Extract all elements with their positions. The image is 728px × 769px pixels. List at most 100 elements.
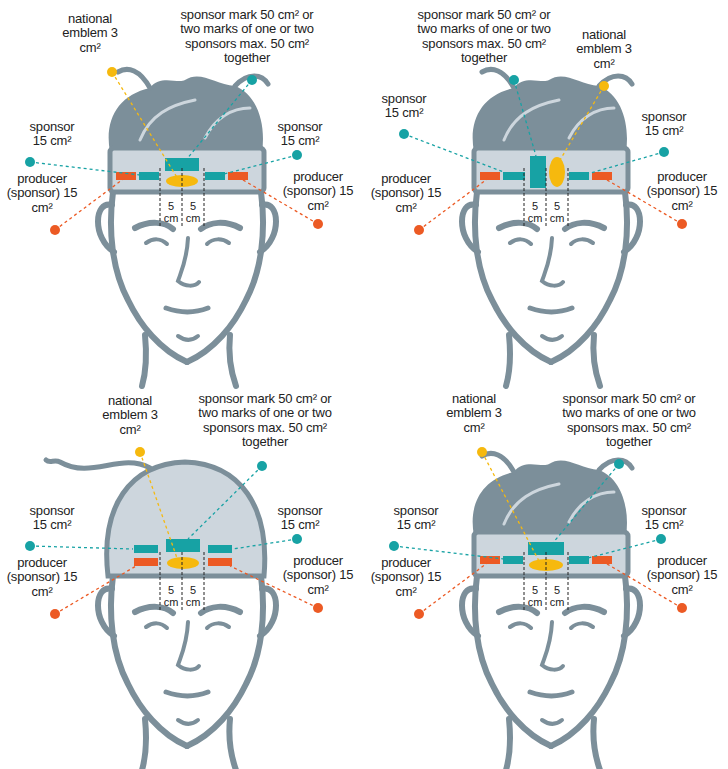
sponsor-mark-label: sponsor mark 50 cm² or two marks of one …	[409, 8, 559, 65]
producer-mark	[480, 172, 500, 180]
leader-dots	[25, 157, 35, 167]
producer-label: producer (sponsor) 15 cm²	[646, 554, 718, 597]
sponsor-mark	[569, 556, 589, 564]
leader-dots	[399, 129, 409, 139]
leader-lines	[404, 134, 514, 176]
sponsor-mark	[205, 172, 225, 180]
panel-cap	[160, 552, 204, 612]
leader-dots	[599, 81, 609, 91]
leader-dots	[389, 541, 399, 551]
leader-dots	[677, 219, 687, 229]
leader-lines	[404, 80, 682, 230]
leader-dots	[257, 461, 267, 471]
dimension-label: 5 cm	[547, 584, 567, 608]
producer-label: producer (sponsor) 15 cm²	[370, 556, 442, 599]
panel-headband	[473, 453, 632, 536]
producer-mark	[208, 558, 232, 566]
panel-headband	[474, 148, 628, 192]
producer-label: producer (sponsor) 15 cm²	[282, 170, 354, 213]
sponsor-mark	[139, 172, 159, 180]
emblem-label: national emblem 3 cm²	[573, 28, 635, 71]
sponsor-mark	[503, 556, 523, 564]
panel-cap	[25, 447, 323, 769]
leader-dots	[614, 459, 624, 469]
leader-lines	[233, 539, 297, 549]
sponsor-label: sponsor 15 cm²	[633, 504, 695, 533]
panel-headband	[160, 168, 204, 228]
leader-lines	[514, 80, 536, 156]
panel-headband	[462, 576, 640, 769]
leader-dots	[247, 75, 257, 85]
national-emblem	[167, 557, 199, 569]
leader-dots	[656, 534, 666, 544]
leader-lines	[186, 80, 252, 160]
leader-lines	[30, 452, 318, 614]
leader-dots	[414, 225, 424, 235]
cap	[107, 462, 265, 576]
panel-headband	[389, 447, 687, 769]
sponsor-mark-label: sponsor mark 50 cm² or two marks of one …	[554, 392, 704, 449]
leader-dots	[50, 609, 60, 619]
panel-cap	[98, 576, 276, 769]
leader-dots	[313, 219, 323, 229]
leader-dots	[677, 603, 687, 613]
leader-dots	[414, 609, 424, 619]
leader-dots	[389, 447, 687, 619]
panel-headband	[110, 148, 264, 192]
dimension-label: 5 cm	[183, 584, 203, 608]
sponsor-label: sponsor 15 cm²	[21, 504, 83, 533]
panel-headband	[524, 168, 568, 228]
panel-headband	[473, 69, 632, 152]
dimension-label: 5 cm	[525, 584, 545, 608]
leader-dots	[509, 75, 519, 85]
leader-lines	[580, 539, 661, 560]
leader-lines	[188, 466, 262, 539]
panel-headband	[25, 67, 323, 386]
main-sponsor-mark	[530, 156, 546, 188]
leader-lines	[140, 452, 178, 561]
leader-dots	[25, 67, 323, 235]
leader-dots	[477, 447, 487, 457]
producer-label: producer (sponsor) 15 cm²	[6, 556, 78, 599]
dimension-label: 5 cm	[161, 584, 181, 608]
leader-dots	[399, 75, 687, 235]
leader-lines	[552, 464, 619, 544]
leader-lines	[560, 86, 604, 160]
sponsor-label: sponsor 15 cm²	[21, 120, 83, 149]
emblem-label: national emblem 3 cm²	[59, 12, 121, 55]
emblem-label: national emblem 3 cm²	[443, 392, 505, 435]
leader-lines	[30, 72, 318, 230]
producer-label: producer (sponsor) 15 cm²	[6, 172, 78, 215]
producer-mark	[228, 172, 248, 180]
leader-lines	[216, 155, 297, 176]
panel-headband	[109, 69, 268, 152]
sponsor-mark	[134, 545, 158, 553]
panel-headband	[462, 192, 640, 386]
producer-label: producer (sponsor) 15 cm²	[282, 554, 354, 597]
sponsor-mark-label: sponsor mark 50 cm² or two marks of one …	[190, 392, 340, 449]
sponsor-mark-label: sponsor mark 50 cm² or two marks of one …	[172, 8, 322, 65]
leader-lines	[394, 452, 682, 614]
dimension-label: 5 cm	[183, 200, 203, 224]
leader-dots	[313, 603, 323, 613]
leader-dots	[25, 447, 323, 619]
producer-mark	[592, 556, 612, 564]
producer-label: producer (sponsor) 15 cm²	[370, 172, 442, 215]
leader-dots	[659, 147, 669, 157]
producer-label: producer (sponsor) 15 cm²	[646, 170, 718, 213]
sponsor-label: sponsor 15 cm²	[373, 92, 435, 121]
emblem-label: national emblem 3 cm²	[99, 394, 161, 437]
leader-dots	[50, 225, 60, 235]
sponsor-label: sponsor 15 cm²	[633, 110, 695, 139]
leader-lines	[580, 152, 664, 176]
dimension-label: 5 cm	[547, 200, 567, 224]
dimension-label: 5 cm	[161, 200, 181, 224]
leader-dots	[292, 150, 302, 160]
leader-dots	[25, 541, 35, 551]
leader-dots	[107, 67, 117, 77]
national-emblem	[549, 157, 565, 187]
dimension-label: 5 cm	[525, 200, 545, 224]
